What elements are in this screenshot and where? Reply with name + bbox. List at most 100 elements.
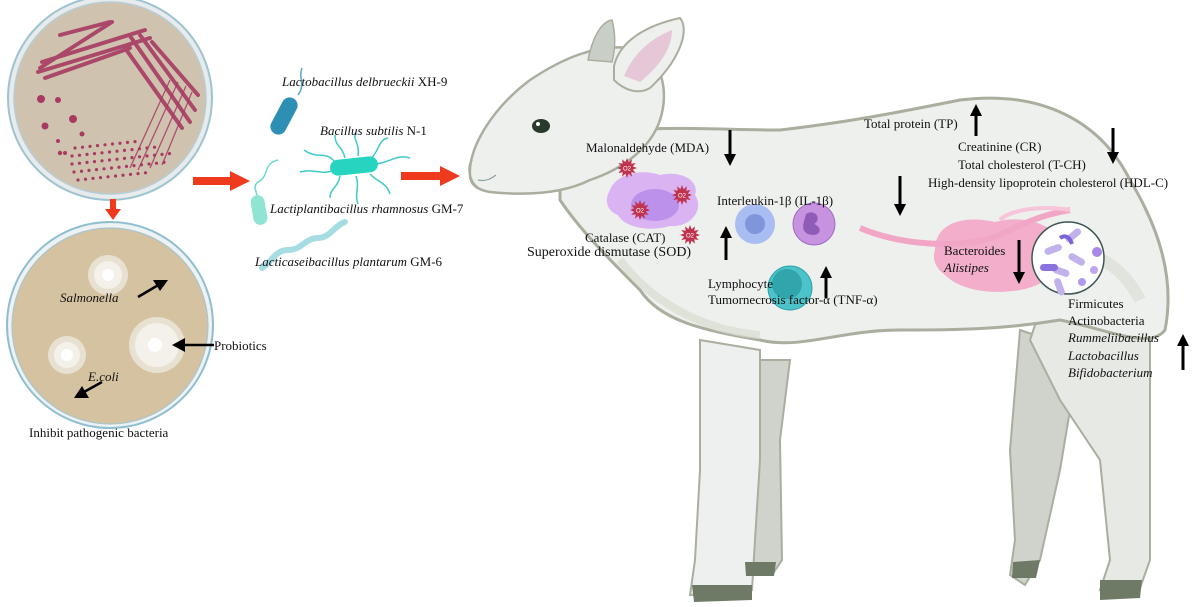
bacterium-bacillus-subtilis-icon <box>299 131 411 205</box>
lamb-illustration <box>468 16 1170 602</box>
colony-dot <box>160 152 164 156</box>
sod-arrow-up-icon <box>720 226 732 260</box>
strain-species: Lactiplantibacillus rhamnosus <box>270 201 429 216</box>
colony-dot <box>83 177 88 181</box>
strain-species: Lacticaseibacillus plantarum <box>255 254 408 269</box>
colony-dot <box>73 146 77 150</box>
ros-star-icon: O2 <box>672 185 692 205</box>
label-tp: Total protein (TP) <box>864 116 958 131</box>
colony-dot <box>139 163 144 167</box>
strain-id: GM-6 <box>410 254 443 269</box>
label-cat: Catalase (CAT) <box>585 230 666 245</box>
colony-dot <box>100 151 104 155</box>
strain-label-n1: Bacillus subtilis N-1 <box>320 123 427 139</box>
colony-dot <box>143 171 148 175</box>
colony-dot <box>80 145 85 149</box>
colony-dot <box>77 161 82 165</box>
colony-dot <box>136 172 140 176</box>
colony-dot <box>94 168 99 172</box>
colony-dot <box>122 148 127 152</box>
colonies <box>37 95 85 156</box>
label-hdlc: High-density lipoprotein cholesterol (HD… <box>928 175 1169 190</box>
inhibition-zone-left <box>48 336 86 374</box>
label-salmonella: Salmonella <box>60 290 119 305</box>
colony-dot <box>145 146 149 150</box>
flow-arrow-right-2 <box>401 166 460 186</box>
colony-dot <box>95 144 100 148</box>
strain-species: Bacillus subtilis <box>320 123 404 138</box>
ecoli-pointer-arrow <box>74 380 103 398</box>
colony-dot <box>88 144 92 148</box>
colony-dot <box>91 176 95 180</box>
label-bacteroides: Bacteroides <box>944 243 1006 258</box>
ros-label: O2 <box>636 209 645 215</box>
colony-dot <box>106 175 110 179</box>
label-rummeliibacillus: Rummeliibacillus <box>1068 330 1159 345</box>
label-probiotics: Probiotics <box>214 338 267 353</box>
label-actinobacteria: Actinobacteria <box>1068 313 1145 328</box>
colony-dot <box>107 158 112 162</box>
colony-dot <box>76 178 80 182</box>
colony-dot <box>152 145 157 149</box>
neutrophil-cell <box>792 202 836 246</box>
inhibition-plate <box>6 221 214 429</box>
ros-label: O2 <box>686 234 695 240</box>
colony-dot <box>92 160 97 164</box>
colony-dot <box>125 140 130 144</box>
colony-dot <box>122 156 127 160</box>
bacterium-lacticaseibacillus-plantarum-icon <box>259 219 348 271</box>
colony-dot <box>118 141 122 145</box>
colony-dot <box>121 173 125 177</box>
colony-dot <box>70 162 74 166</box>
colony-dot <box>115 149 119 153</box>
monocyte-cell <box>735 204 775 244</box>
label-bifidobacterium: Bifidobacterium <box>1068 365 1153 380</box>
colony-dot <box>102 167 106 171</box>
inhibition-zone-top <box>88 255 128 295</box>
ear-back <box>587 19 616 63</box>
colony-dot <box>72 170 76 174</box>
colony-dot <box>132 164 136 168</box>
ros-label: O2 <box>678 194 687 200</box>
colony-dot <box>133 140 137 144</box>
label-mda: Malonaldehyde (MDA) <box>586 140 710 155</box>
colony-dot <box>137 147 142 151</box>
label-tch: Total cholesterol (T-CH) <box>958 157 1086 172</box>
colony-dot <box>109 166 114 170</box>
intestine <box>858 206 1071 292</box>
label-ecoli: E.coli <box>88 369 119 384</box>
colony-dot <box>92 152 97 156</box>
strain-species: Lactobacillus delbrueckii <box>282 74 415 89</box>
colony-dot <box>98 176 103 180</box>
label-il1b: Interleukin-1β (IL-1β) <box>717 193 834 208</box>
colony-dot <box>70 154 74 158</box>
flow-arrow-right-1 <box>193 171 250 191</box>
bacterium-lactiplantibacillus-rhamnosus-icon <box>250 159 279 225</box>
bacterium-lactobacillus-delbrueckii-icon <box>270 67 303 135</box>
hoof-back <box>1100 580 1142 600</box>
label-cr: Creatinine (CR) <box>958 139 1042 154</box>
label-firmicutes: Firmicutes <box>1068 296 1124 311</box>
streak-plate <box>7 0 213 201</box>
colony-dot <box>115 157 119 161</box>
streak-lines <box>36 20 200 130</box>
strain-id: N-1 <box>406 123 427 138</box>
colony-dot <box>152 153 157 157</box>
bacteroides-arrow-down-icon <box>1013 240 1025 284</box>
colony-dot <box>154 161 159 165</box>
colony-dot <box>79 169 84 173</box>
tp-arrow-up-icon <box>970 104 982 136</box>
ros-star-icon: O2 <box>630 200 650 220</box>
lamb-eye <box>532 119 550 133</box>
tnfa-arrow-up-icon <box>820 266 832 298</box>
label-tnfa: Tumornecrosis factor-α (TNF-α) <box>708 292 878 307</box>
label-lactobacillus: Lactobacillus <box>1068 348 1139 363</box>
colony-dot <box>113 174 118 178</box>
colony-dot <box>147 162 151 166</box>
label-alistipes: Alistipes <box>944 260 989 275</box>
colony-dot <box>124 164 129 168</box>
colony-dot <box>145 154 149 158</box>
cholesterol-arrow-down-icon <box>1107 128 1119 164</box>
ros-label: O2 <box>623 167 632 173</box>
